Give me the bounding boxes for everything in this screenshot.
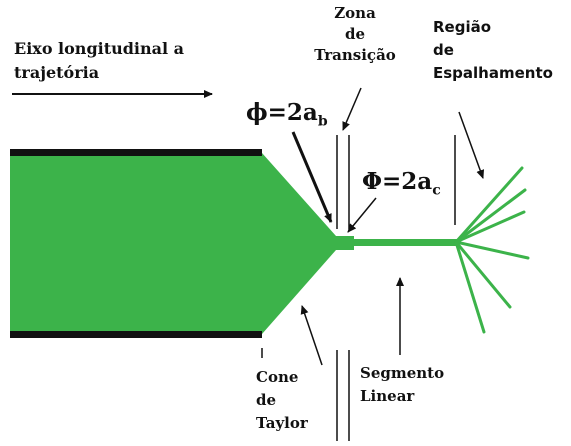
zona-transicao-arrow (342, 87, 362, 131)
phi-small-arrow (291, 131, 333, 223)
phi-big-arrow (347, 197, 377, 233)
axis-label-line1: Eixo longitudinal a (14, 39, 185, 58)
segmento-linear-label: Segmento Linear (360, 366, 444, 404)
cone-line2: de (256, 391, 277, 409)
zona-line2: de (344, 25, 366, 43)
zona-transicao-label: Zona de Transição (300, 6, 410, 63)
linear-segment (354, 239, 458, 246)
regiao-espalhamento-label: Região de Espalhamento (433, 20, 553, 81)
spreading-branches (454, 166, 530, 334)
cone-line3: Taylor (256, 414, 308, 432)
regiao-line3: Espalhamento (433, 64, 553, 82)
cone-line1: Cone (256, 368, 299, 386)
regiao-arrow (458, 111, 485, 179)
phi-small-text: ϕ=2a (246, 99, 318, 126)
taylor-cone-body (10, 153, 336, 334)
phi-big-subscript: c (432, 182, 441, 199)
cone-bottom-wall (10, 331, 262, 338)
segmento-line2: Linear (360, 387, 415, 405)
cone-taylor-label: Cone de Taylor (256, 370, 308, 431)
zona-line3: Transição (314, 46, 396, 64)
transition-stub (336, 236, 354, 250)
phi-big-label: Φ=2ac (362, 170, 441, 198)
phi-big-text: Φ=2a (362, 168, 433, 195)
segmento-line1: Segmento (360, 364, 445, 382)
regiao-line1: Região (433, 18, 492, 36)
cone-taylor-arrow (300, 305, 323, 366)
regiao-line2: de (433, 41, 454, 59)
phi-small-label: ϕ=2ab (246, 101, 328, 129)
zone-boundary-lines (261, 135, 456, 441)
phi-small-subscript: b (317, 113, 328, 130)
axis-label-line2: trajetória (14, 63, 100, 82)
cone-top-wall (10, 149, 262, 156)
zona-line1: Zona (334, 4, 376, 22)
